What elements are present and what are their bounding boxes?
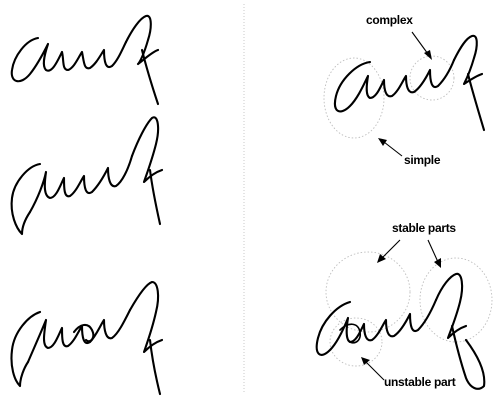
arrow-unstable: [365, 361, 385, 381]
arrow-simple: [383, 141, 403, 157]
label-simple: simple: [404, 153, 441, 167]
label-complex: complex: [366, 13, 413, 27]
arrowhead-unstable: [361, 357, 370, 365]
signature-sample-2: [10, 116, 164, 236]
annotated-signature-complexity: complex simple: [323, 13, 486, 167]
left-signature-samples: [10, 14, 164, 396]
annotated-signature-stability: stable parts unstable part: [315, 221, 493, 390]
unstable-region-outline: [329, 317, 383, 367]
label-unstable-part: unstable part: [384, 375, 456, 389]
arrowhead-complex: [424, 50, 432, 60]
arrow-stable-left: [381, 239, 401, 259]
stable-region-outline-left: [325, 251, 411, 333]
arrowhead-simple: [378, 138, 387, 146]
stable-region-outline-right: [419, 257, 493, 343]
simple-region-outline: [323, 57, 385, 139]
signature-sample-3: [10, 280, 164, 396]
signature-sample-1: [10, 14, 160, 106]
complex-region-outline: [409, 55, 455, 101]
arrow-stable-right: [427, 239, 439, 263]
arrowhead-stable-right: [434, 258, 441, 268]
arrowhead-stable-left: [377, 254, 386, 263]
arrow-complex: [411, 31, 429, 55]
label-stable-parts: stable parts: [392, 221, 456, 235]
